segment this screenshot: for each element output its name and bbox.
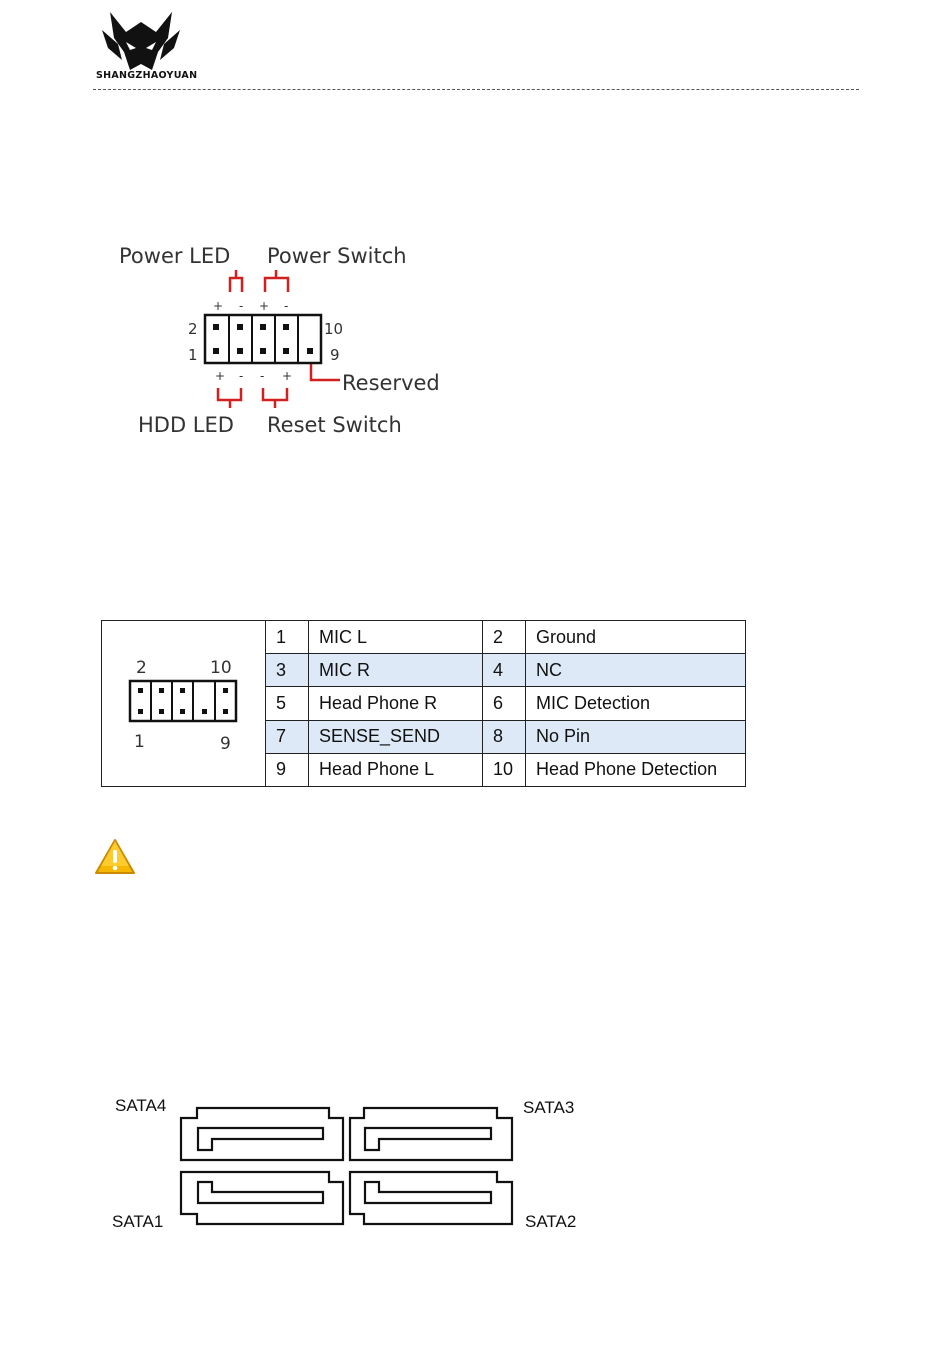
top-brackets <box>230 270 288 292</box>
pin-number: 3 <box>266 654 309 687</box>
pin-number: 1 <box>266 621 309 654</box>
polarity-plus: + <box>215 369 225 383</box>
sata3-label: SATA3 <box>523 1098 574 1117</box>
hdd-led-label: HDD LED <box>138 413 234 437</box>
polarity-minus: - <box>260 369 264 383</box>
power-led-label: Power LED <box>119 244 230 268</box>
pin-9-label: 9 <box>330 346 340 364</box>
polarity-plus: + <box>282 369 292 383</box>
sata1-label: SATA1 <box>112 1212 163 1231</box>
pin-name: Ground <box>526 621 746 654</box>
polarity-minus: - <box>239 299 243 313</box>
audio-connector-cell: 2 10 1 9 <box>102 621 266 787</box>
sata-ports <box>181 1108 512 1224</box>
audio-pin-table: 2 10 1 9 1 MIC L 2 Ground <box>101 620 746 787</box>
pin-number: 2 <box>483 621 526 654</box>
brand-name: SHANGZHAOYUAN <box>96 70 197 81</box>
sata2-label: SATA2 <box>525 1212 576 1231</box>
polarity-minus: - <box>284 299 288 313</box>
reset-switch-label: Reset Switch <box>267 413 402 437</box>
pin-name: MIC R <box>309 654 483 687</box>
pin-name: MIC L <box>309 621 483 654</box>
pin-number: 6 <box>483 687 526 720</box>
polarity-plus: + <box>259 299 269 313</box>
power-switch-label: Power Switch <box>267 244 407 268</box>
front-panel-diagram: Power LED Power Switch Reserved HDD LED … <box>100 230 460 450</box>
audio-connector-diagram: 2 10 1 9 <box>102 621 265 781</box>
pin-number: 5 <box>266 687 309 720</box>
pin-number: 4 <box>483 654 526 687</box>
pin-number: 7 <box>266 720 309 753</box>
pin-name: SENSE_SEND <box>309 720 483 753</box>
audio-pin-1-label: 1 <box>134 732 145 752</box>
polarity-minus: - <box>239 369 243 383</box>
audio-pin-9-label: 9 <box>220 734 231 754</box>
header-divider <box>93 89 859 90</box>
pin-name: Head Phone Detection <box>526 753 746 786</box>
table-row: 2 10 1 9 1 MIC L 2 Ground <box>102 621 746 654</box>
pin-name: No Pin <box>526 720 746 753</box>
pin-name: Head Phone R <box>309 687 483 720</box>
pin-number: 10 <box>483 753 526 786</box>
sata-diagram: SATA4 SATA3 SATA1 SATA2 <box>105 1090 595 1240</box>
warning-icon <box>94 838 136 876</box>
front-panel-connector <box>205 315 321 363</box>
sata4-label: SATA4 <box>115 1096 166 1115</box>
reserved-label: Reserved <box>342 371 440 395</box>
pin-1-label: 1 <box>188 346 198 364</box>
polarity-plus: + <box>213 299 223 313</box>
pin-number: 8 <box>483 720 526 753</box>
pin-number: 9 <box>266 753 309 786</box>
pin-2-label: 2 <box>188 320 198 338</box>
pin-name: MIC Detection <box>526 687 746 720</box>
pin-name: Head Phone L <box>309 753 483 786</box>
pin-10-label: 10 <box>324 320 343 338</box>
audio-pin-10-label: 10 <box>210 658 232 678</box>
pin-name: NC <box>526 654 746 687</box>
audio-pin-2-label: 2 <box>136 658 147 678</box>
